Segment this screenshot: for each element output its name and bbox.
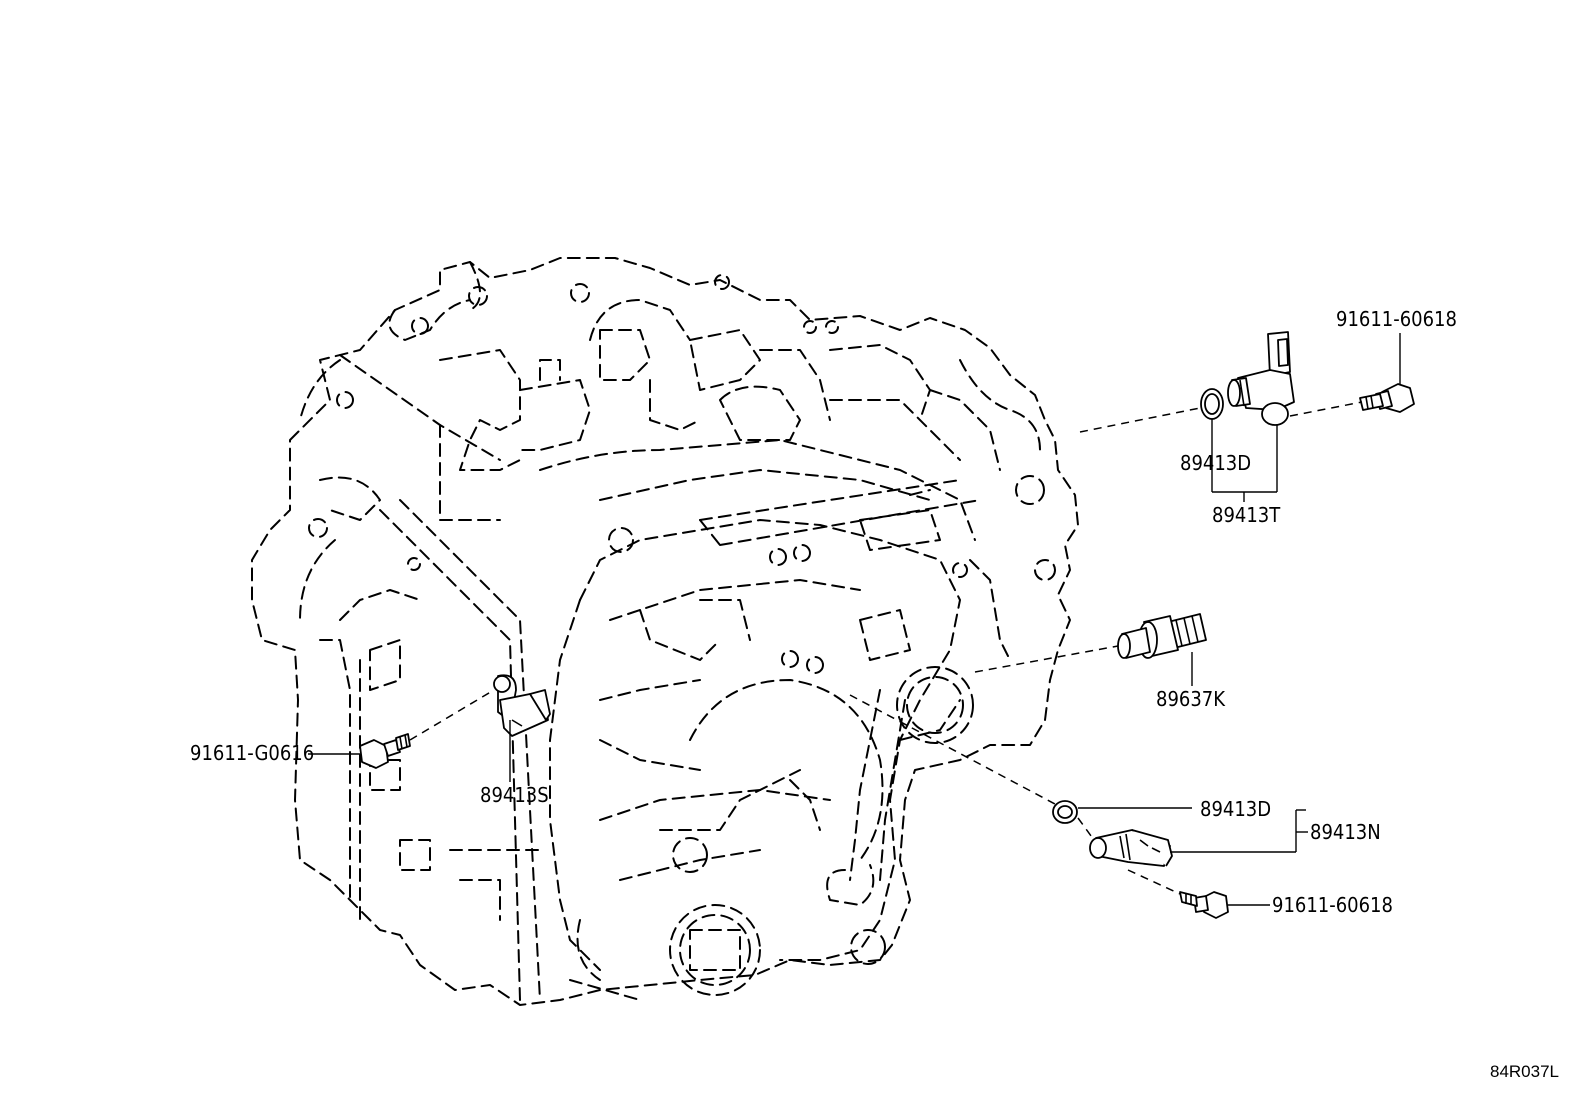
bolt-left[interactable] bbox=[359, 733, 411, 769]
label-bolt-bottom-right: 91611-60618 bbox=[1272, 893, 1393, 917]
speed-sensor-top[interactable] bbox=[1227, 331, 1295, 426]
oring-top[interactable] bbox=[1200, 388, 1224, 420]
pressure-sensor-mid[interactable] bbox=[1117, 613, 1207, 659]
leaders-left bbox=[308, 720, 511, 782]
label-oring-top: 89413D bbox=[1180, 451, 1251, 475]
leaders-bottom bbox=[1078, 807, 1308, 906]
label-sensor-mid: 89637K bbox=[1156, 687, 1226, 711]
label-sensor-bottom: 89413N bbox=[1310, 820, 1381, 844]
label-bolt-top-right: 91611-60618 bbox=[1336, 307, 1457, 331]
label-sensor-top: 89413T bbox=[1212, 503, 1281, 527]
bolt-bottom-right[interactable] bbox=[1179, 891, 1229, 919]
speed-sensor-left[interactable] bbox=[493, 674, 551, 737]
speed-sensor-bottom[interactable] bbox=[1089, 829, 1173, 867]
diagram-code: 84R037L bbox=[1490, 1062, 1559, 1081]
label-oring-bottom: 89413D bbox=[1200, 797, 1271, 821]
label-bolt-left: 91611-G0616 bbox=[190, 741, 314, 765]
oring-bottom[interactable] bbox=[1052, 800, 1078, 824]
label-sensor-left: 89413S bbox=[480, 783, 549, 807]
transmission-housing bbox=[251, 257, 1079, 1006]
bolt-top-right[interactable] bbox=[1359, 383, 1415, 413]
leaders-top bbox=[1211, 333, 1401, 502]
